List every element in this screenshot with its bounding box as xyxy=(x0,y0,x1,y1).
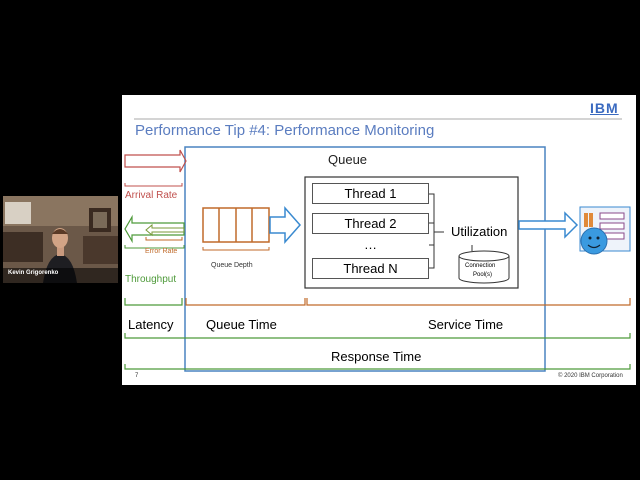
throughput-label: Throughput xyxy=(125,274,177,285)
utilization-label: Utilization xyxy=(451,224,508,239)
slide-page-number: 7 xyxy=(135,373,139,379)
presentation-slide: Performance Tip #4: Performance Monitori… xyxy=(122,95,636,385)
latency-label: Latency xyxy=(128,317,174,332)
response-time-label: Response Time xyxy=(331,349,422,364)
participant-video-tile[interactable]: Kevin Grigorenko xyxy=(3,196,118,283)
error-rate-label: Error Rate xyxy=(145,248,178,255)
queue-depth-label: Queue Depth xyxy=(211,262,253,269)
slide-title: Performance Tip #4: Performance Monitori… xyxy=(135,122,435,139)
webcam-feed-image xyxy=(3,196,118,283)
thread-1-box: Thread 1 xyxy=(312,183,429,204)
thread-ellipsis: … xyxy=(364,237,377,252)
queue-time-label: Queue Time xyxy=(206,317,277,332)
thread-2-box: Thread 2 xyxy=(312,213,429,234)
ibm-logo: IBM xyxy=(590,100,619,116)
slide-copyright: © 2020 IBM Corporation xyxy=(558,373,623,379)
arrival-rate-label: Arrival Rate xyxy=(125,190,178,201)
name-bar xyxy=(3,268,118,283)
connection-pool-label-1: Connection xyxy=(465,263,496,269)
connection-pool-label-2: Pool(s) xyxy=(473,272,493,278)
thread-n-box: Thread N xyxy=(312,258,429,279)
queue-label: Queue xyxy=(328,152,368,167)
service-time-label: Service Time xyxy=(428,317,504,332)
participant-name: Kevin Grigorenko xyxy=(8,270,59,276)
